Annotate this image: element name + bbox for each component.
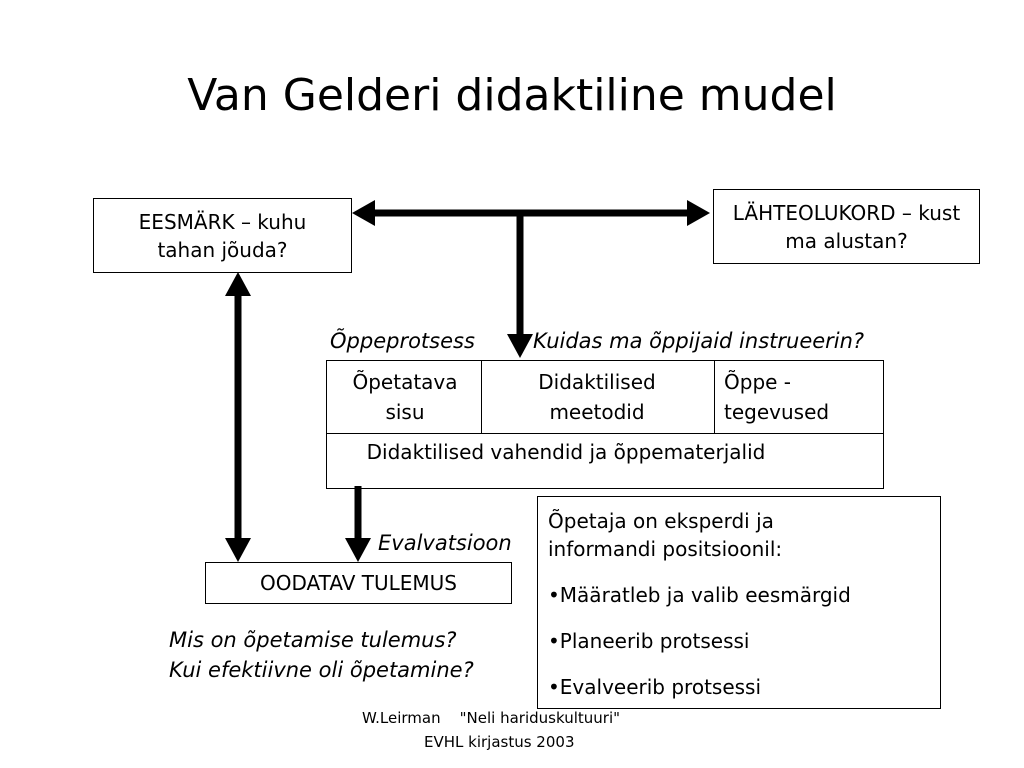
teacher-item-2: •Planeerib protsessi [548, 629, 750, 653]
footer-citation-line-1: W.Leirman "Neli hariduskultuuri" [362, 709, 621, 727]
teacher-item-3: •Evalveerib protsessi [548, 675, 762, 699]
goal-label: EESMÄRK – kuhu tahan jõuda? [138, 209, 307, 262]
process-label: Õppeprotsess [330, 329, 475, 353]
activities-cell: Õppe - tegevused [724, 370, 830, 424]
start-box: LÄHTEOLUKORD – kust ma alustan? [713, 189, 980, 264]
result-box: OODATAV TULEMUS [205, 562, 512, 604]
process-col-divider-1 [481, 361, 482, 433]
process-question: Kuidas ma õppijaid instrueerin? [533, 329, 865, 353]
process-row-divider [327, 433, 883, 434]
goal-result-arrowhead-bottom [225, 538, 251, 562]
goal-start-arrowhead-right [687, 200, 710, 226]
goal-result-arrowhead-top [225, 272, 251, 296]
materials-cell: Didaktilised vahendid ja õppematerjalid [366, 440, 766, 464]
start-label: LÄHTEOLUKORD – kust ma alustan? [732, 200, 961, 253]
page-title: Van Gelderi didaktiline mudel [187, 70, 837, 121]
result-label: OODATAV TULEMUS [260, 571, 457, 595]
result-question-1: Mis on õpetamise tulemus? [169, 628, 457, 652]
goal-box: EESMÄRK – kuhu tahan jõuda? [93, 198, 352, 273]
evaluation-arrowhead [345, 538, 371, 562]
process-input-arrowhead [507, 334, 533, 358]
footer-citation-line-2: EVHL kirjastus 2003 [424, 733, 575, 751]
teacher-item-1: •Määratleb ja valib eesmärgid [548, 583, 851, 607]
process-col-divider-2 [714, 361, 715, 433]
goal-start-arrowhead-left [352, 200, 375, 226]
methods-cell: Didaktilised meetodid [538, 370, 656, 424]
result-question-2: Kui efektiivne oli õpetamine? [169, 658, 474, 682]
teacher-info-box: Õpetaja on eksperdi ja informandi posits… [537, 496, 941, 709]
content-cell: Õpetatava sisu [352, 370, 458, 424]
process-table: Õpetatava sisu Didaktilised meetodid Õpp… [326, 360, 884, 489]
evaluation-label: Evalvatsioon [378, 531, 512, 555]
teacher-heading: Õpetaja on eksperdi ja informandi posits… [548, 509, 783, 561]
